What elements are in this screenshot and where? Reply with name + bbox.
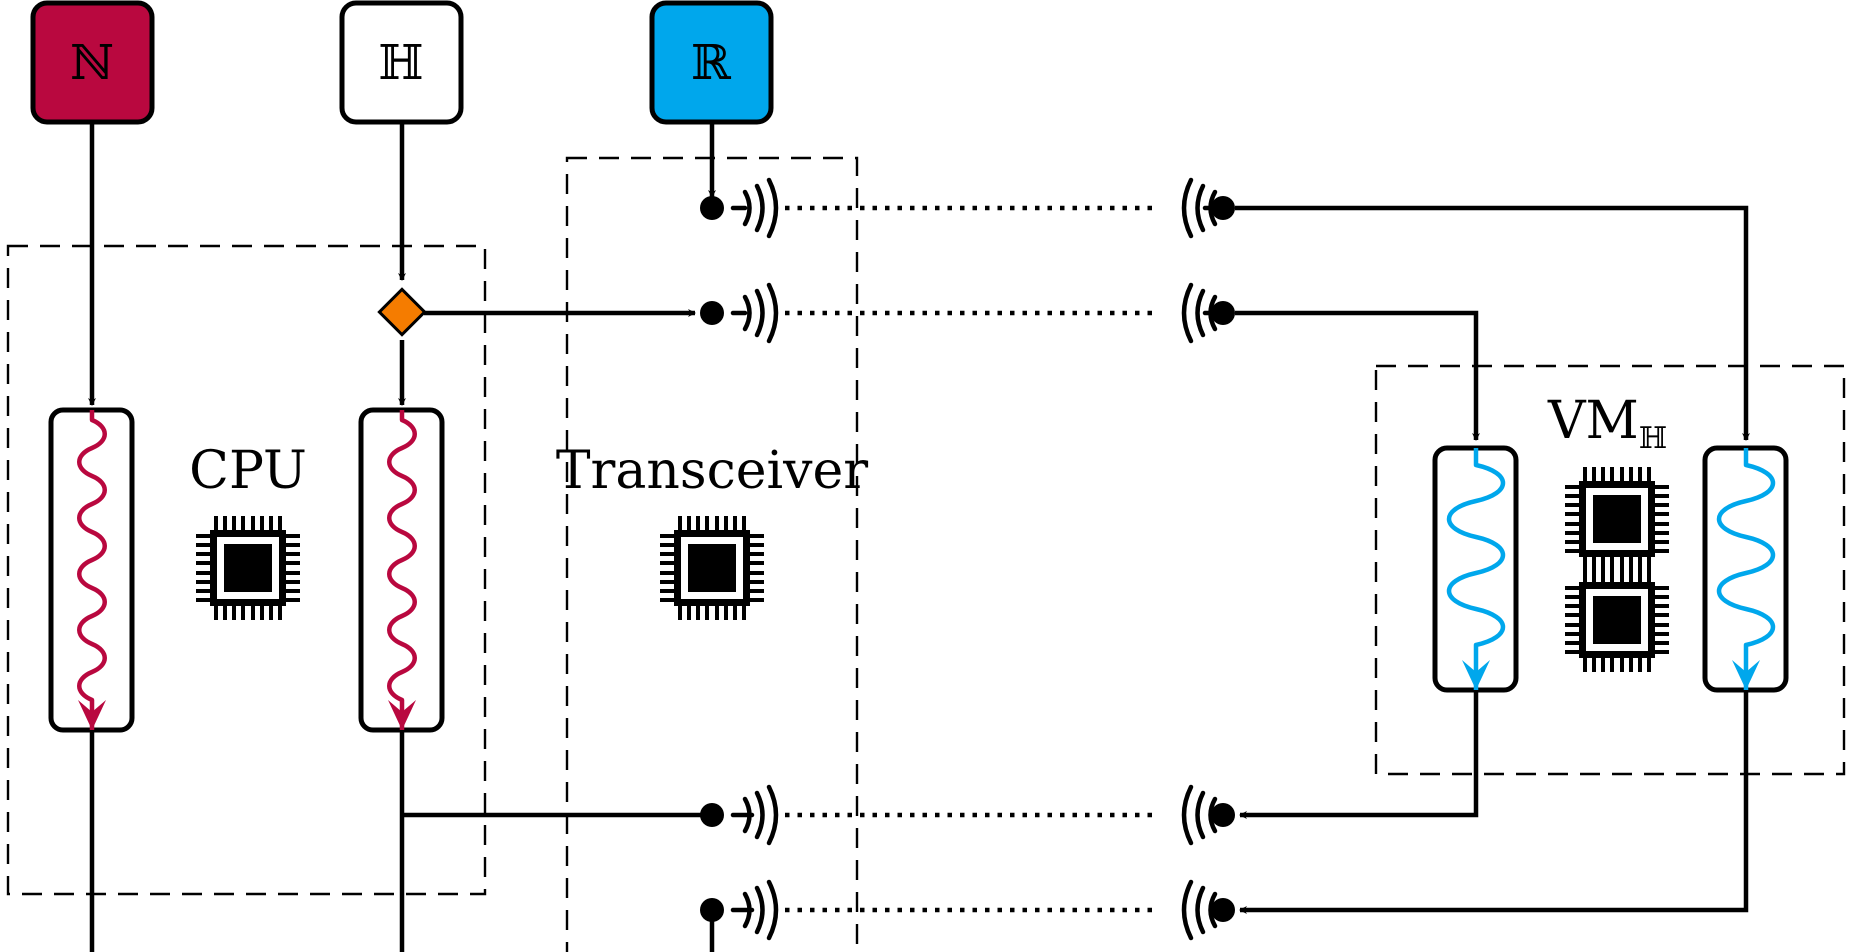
remote-node-4 [1211, 898, 1235, 922]
wire-vm-in-2 [1235, 310, 1480, 441]
tx-node-1 [700, 196, 724, 220]
wave-h-arrow [388, 700, 416, 730]
remote-node-3 [1211, 803, 1235, 827]
vm-chip-bottom-icon [1565, 568, 1669, 672]
transceiver-label: Transceiver [556, 441, 868, 501]
queue-h [358, 407, 445, 733]
transceiver-chip-icon [660, 516, 764, 620]
rx-signal-3-icon [730, 784, 779, 846]
wave-n [77, 410, 107, 730]
tap-node [377, 287, 427, 337]
input-label-r: ℝ [691, 35, 731, 91]
vm-region [1374, 364, 1846, 776]
remote-signal-2-icon [1181, 282, 1218, 344]
remote-signal-1-icon [1181, 177, 1218, 239]
vm-label-subscript: ℍ [1639, 421, 1667, 456]
remote-signal-3-icon [1181, 784, 1218, 846]
queue-n [48, 407, 135, 733]
wave-n-arrow [78, 700, 106, 730]
vm-label: VMℍ [1547, 391, 1667, 456]
vm-wave-right [1716, 448, 1776, 690]
remote-node-1 [1211, 196, 1235, 220]
remote-signal-4-icon [1181, 879, 1218, 941]
wire-vm-out-1 [1239, 690, 1479, 819]
remote-node-2 [1211, 301, 1235, 325]
tx-node-2 [700, 301, 724, 325]
vm-wave-left [1446, 448, 1506, 690]
vm-wave-right-arrow [1732, 660, 1760, 690]
rx-node-3 [700, 803, 724, 827]
cpu-region [6, 244, 487, 896]
cpu-chip-icon [196, 516, 300, 620]
rx-node-4 [700, 898, 724, 922]
wire-vm-in-1 [1235, 205, 1750, 441]
vm-label-main: VM [1547, 391, 1639, 451]
input-label-n: ℕ [70, 35, 114, 91]
rx-signal-4-icon [730, 879, 779, 941]
vm-chip-top-icon [1565, 467, 1669, 571]
vm-wave-left-arrow [1462, 660, 1490, 690]
wave-h [387, 410, 417, 730]
wire-vm-out-2 [1239, 690, 1749, 914]
tx-signal-1-icon [730, 177, 779, 239]
input-label-h: ℍ [378, 35, 423, 91]
cpu-label: CPU [189, 441, 307, 501]
tx-signal-2-icon [730, 282, 779, 344]
